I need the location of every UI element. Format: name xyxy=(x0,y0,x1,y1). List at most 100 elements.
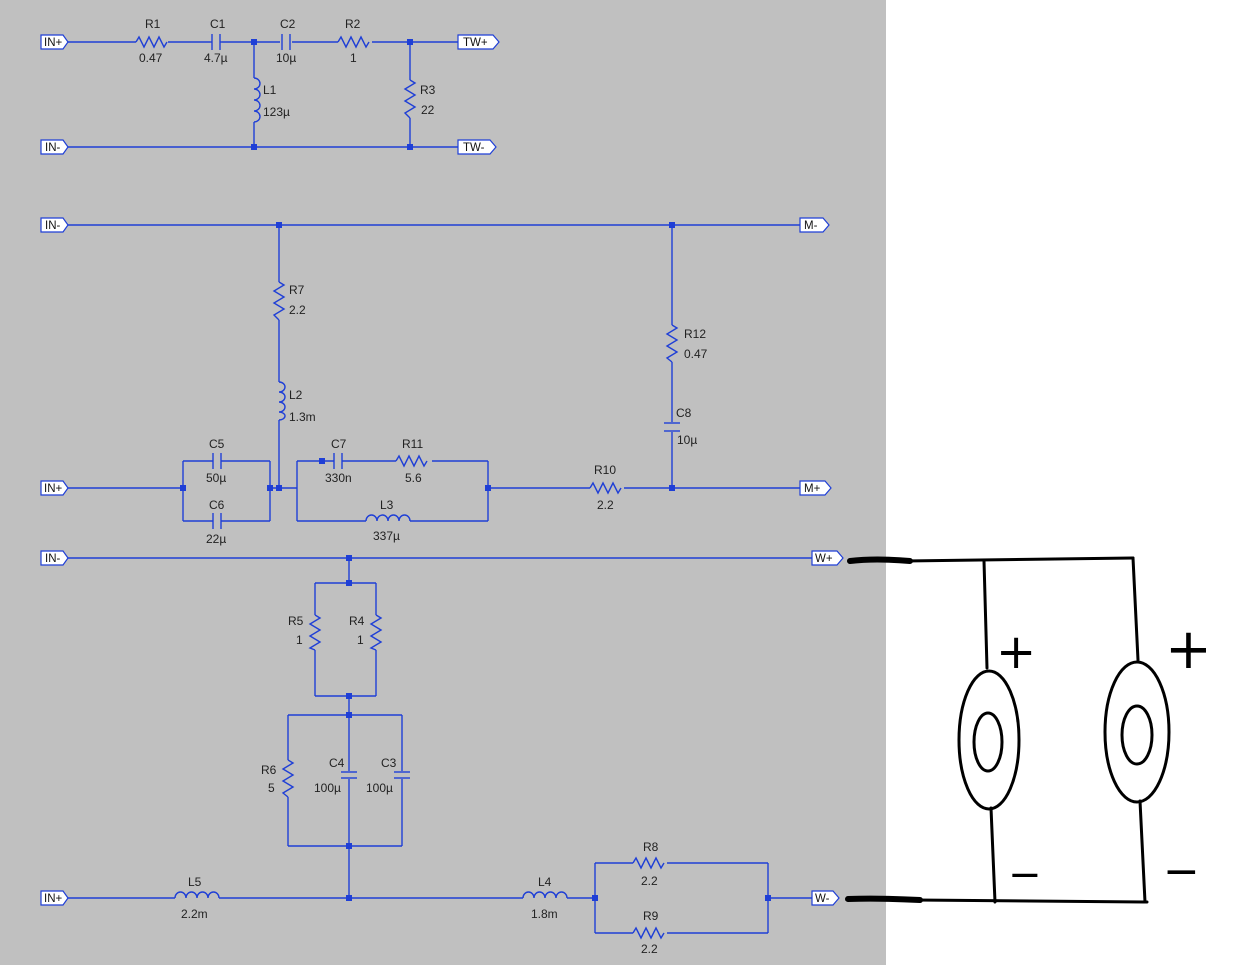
port-w-in-minus: IN- xyxy=(40,550,69,566)
port-tw-in-plus: IN+ xyxy=(40,34,69,50)
r7-resistor xyxy=(272,281,286,321)
r5-resistor xyxy=(308,614,322,651)
r6-value: 5 xyxy=(268,781,275,795)
l1-value: 123µ xyxy=(263,105,290,119)
r12-value: 0.47 xyxy=(684,347,708,361)
c6-ref: C6 xyxy=(209,498,225,512)
r4-ref: R4 xyxy=(349,614,365,628)
port-m-in-plus: IN+ xyxy=(40,480,69,496)
r5-ref: R5 xyxy=(288,614,304,628)
c2-value: 10µ xyxy=(276,51,296,65)
svg-text:W+: W+ xyxy=(815,553,833,565)
r4-resistor xyxy=(369,614,383,651)
port-m-minus: M- xyxy=(799,217,830,233)
c7-capacitor xyxy=(333,453,343,469)
schematic-canvas xyxy=(0,0,886,965)
l1-inductor xyxy=(253,77,261,123)
c4-capacitor xyxy=(341,771,357,779)
left-driver-minus-mark: − xyxy=(1008,852,1042,898)
c8-ref: C8 xyxy=(676,406,692,420)
left-driver-plus-mark: + xyxy=(996,624,1036,680)
svg-text:IN+: IN+ xyxy=(44,37,63,49)
l1-ref: L1 xyxy=(263,83,277,97)
c7-value: 330n xyxy=(325,471,352,485)
r11-value: 5.6 xyxy=(405,471,422,485)
l2-value: 1.3m xyxy=(289,410,316,424)
l2-inductor xyxy=(278,381,286,421)
r10-ref: R10 xyxy=(594,463,616,477)
l3-inductor xyxy=(365,514,411,522)
port-tw-in-minus: IN- xyxy=(40,139,69,155)
c8-value: 10µ xyxy=(677,433,697,447)
l5-ref: L5 xyxy=(188,875,202,889)
c5-ref: C5 xyxy=(209,437,225,451)
right-driver-symbol xyxy=(1103,660,1171,804)
r8-ref: R8 xyxy=(643,840,659,854)
r3-resistor xyxy=(403,79,417,119)
r1-value: 0.47 xyxy=(139,51,163,65)
l4-inductor xyxy=(522,891,568,899)
r6-resistor xyxy=(281,759,295,798)
r8-value: 2.2 xyxy=(641,874,658,888)
svg-text:M-: M- xyxy=(804,220,818,232)
c8-capacitor xyxy=(664,422,680,432)
left-driver-symbol xyxy=(957,669,1021,811)
r4-value: 1 xyxy=(357,633,364,647)
port-tw-minus: TW- xyxy=(457,139,497,155)
c3-ref: C3 xyxy=(381,756,397,770)
l3-ref: L3 xyxy=(380,498,394,512)
svg-text:IN+: IN+ xyxy=(44,483,63,495)
c4-value: 100µ xyxy=(314,781,341,795)
r2-resistor xyxy=(337,35,370,49)
c1-capacitor xyxy=(210,34,222,50)
c3-capacitor xyxy=(394,771,410,779)
c2-ref: C2 xyxy=(280,17,296,31)
port-m-plus: M+ xyxy=(799,480,832,496)
c4-ref: C4 xyxy=(329,756,345,770)
r10-resistor xyxy=(589,481,622,495)
tweeter-crossover: R1 0.47 C1 4.7µ C2 10µ R2 1 L1 123µ R3 2… xyxy=(40,17,500,155)
l2-ref: L2 xyxy=(289,388,303,402)
svg-text:IN-: IN- xyxy=(45,220,61,232)
r11-resistor xyxy=(395,454,428,468)
l4-value: 1.8m xyxy=(531,907,558,921)
right-driver-minus-mark: − xyxy=(1163,846,1200,897)
r3-value: 22 xyxy=(421,103,435,117)
right-driver-plus-mark: + xyxy=(1165,617,1212,682)
r8-resistor xyxy=(632,856,665,870)
svg-text:W-: W- xyxy=(815,893,830,905)
svg-text:IN-: IN- xyxy=(45,553,61,565)
r10-value: 2.2 xyxy=(597,498,614,512)
r11-ref: R11 xyxy=(402,437,423,451)
svg-text:IN-: IN- xyxy=(45,142,61,154)
r7-value: 2.2 xyxy=(289,303,306,317)
svg-text:M+: M+ xyxy=(804,483,821,495)
r5-value: 1 xyxy=(296,633,303,647)
r1-ref: R1 xyxy=(145,17,161,31)
r2-value: 1 xyxy=(350,51,357,65)
r1-resistor xyxy=(135,35,168,49)
c6-capacitor xyxy=(212,513,222,529)
c3-value: 100µ xyxy=(366,781,393,795)
port-m-in-minus: IN- xyxy=(40,217,69,233)
c5-value: 50µ xyxy=(206,471,226,485)
r12-ref: R12 xyxy=(684,327,706,341)
svg-text:TW+: TW+ xyxy=(463,37,488,49)
c1-value: 4.7µ xyxy=(204,51,228,65)
r7-ref: R7 xyxy=(289,283,305,297)
l3-value: 337µ xyxy=(373,529,400,543)
c5-capacitor xyxy=(212,453,222,469)
r9-ref: R9 xyxy=(643,909,659,923)
port-tw-plus: TW+ xyxy=(457,34,500,50)
c6-value: 22µ xyxy=(206,532,226,546)
woofer-wiring-sketch: + − + − xyxy=(845,556,1212,904)
r6-ref: R6 xyxy=(261,763,277,777)
l5-value: 2.2m xyxy=(181,907,208,921)
c2-capacitor xyxy=(281,34,291,50)
svg-text:TW-: TW- xyxy=(463,142,485,154)
c1-ref: C1 xyxy=(210,17,226,31)
port-w-plus: W+ xyxy=(811,550,844,566)
midrange-crossover: R7 2.2 L2 1.3m R12 0.47 C8 10µ C5 50µ C6… xyxy=(40,217,832,546)
c7-ref: C7 xyxy=(331,437,347,451)
r3-ref: R3 xyxy=(420,83,436,97)
